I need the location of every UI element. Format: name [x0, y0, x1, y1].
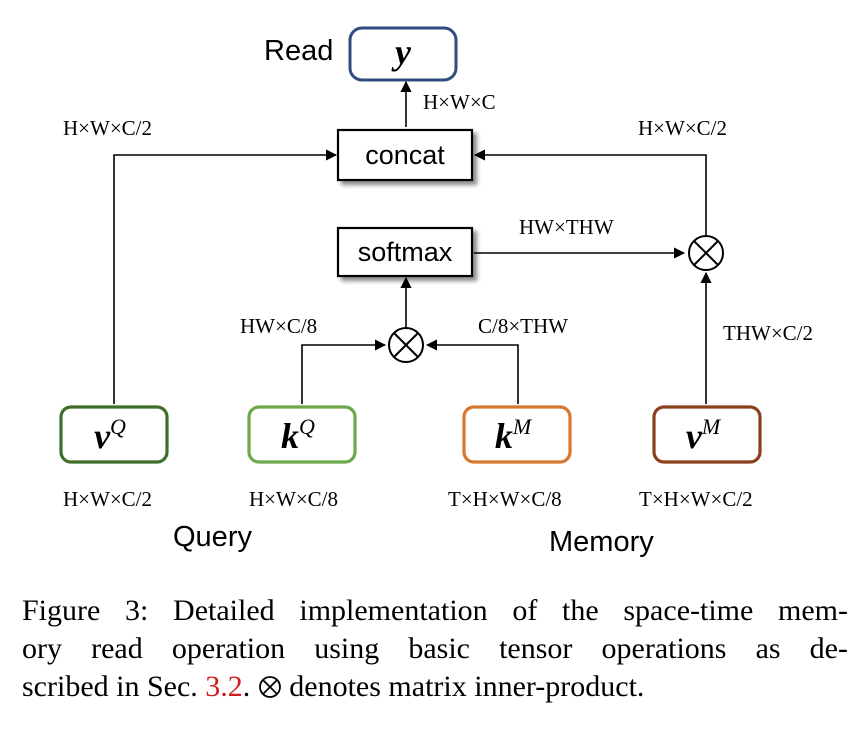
softmax-node: softmax — [336, 226, 474, 278]
query-key-superscript: Q — [299, 414, 315, 439]
memory-group-label: Memory — [549, 526, 654, 558]
read-label: Read — [264, 35, 333, 67]
memory-key-node: kM — [462, 405, 572, 464]
edge-vq-to-concat — [113, 149, 338, 404]
matmul-operator-icon — [688, 235, 724, 271]
query-group-label: Query — [173, 521, 252, 553]
memory-key-superscript: M — [512, 414, 533, 439]
matmul-operator-icon — [388, 327, 424, 363]
dim-vq-to-concat: H×W×C/2 — [63, 116, 152, 140]
dim-km: T×H×W×C/8 — [448, 487, 562, 511]
query-key-node: kQ — [247, 405, 357, 464]
edge-matmul2-to-concat — [473, 149, 707, 236]
edge-kq-to-matmul1 — [301, 339, 387, 404]
caption-text: scribed in Sec. — [22, 670, 206, 703]
dim-y-input: H×W×C — [423, 90, 496, 114]
edge-km-to-matmul1 — [425, 339, 519, 404]
caption-text: denotes matrix inner-product. — [281, 670, 645, 703]
caption-line-3: scribed in Sec. 3.2. denotes matrix inne… — [22, 668, 848, 706]
dim-softmax-output: HW×THW — [519, 215, 614, 239]
output-y-node: y — [348, 26, 458, 82]
concat-label: concat — [365, 140, 445, 170]
matmul-operator-icon — [258, 676, 281, 698]
dim-vm: T×H×W×C/2 — [639, 487, 753, 511]
dim-vq: H×W×C/2 — [63, 487, 152, 511]
svg-text:vM: vM — [686, 414, 722, 456]
output-y-symbol: y — [391, 32, 412, 72]
caption-text: . — [242, 670, 258, 703]
query-value-symbol: v — [94, 416, 111, 456]
caption-line-2: ory read operation using basic tensor op… — [22, 632, 848, 665]
memory-value-superscript: M — [701, 414, 722, 439]
svg-text:vQ: vQ — [94, 414, 126, 456]
memory-key-symbol: k — [495, 416, 513, 456]
section-reference-link[interactable]: 3.2 — [205, 670, 243, 703]
dim-vm-input: THW×C/2 — [723, 321, 813, 345]
memory-value-symbol: v — [686, 416, 703, 456]
dim-kq-input: HW×C/8 — [240, 314, 317, 338]
svg-text:kQ: kQ — [281, 414, 315, 456]
figure-caption: Figure 3: Detailed implementation of the… — [22, 592, 848, 706]
dim-kq: H×W×C/8 — [249, 487, 338, 511]
softmax-label: softmax — [358, 237, 453, 267]
query-value-superscript: Q — [110, 414, 126, 439]
dim-vm-to-concat: H×W×C/2 — [638, 116, 727, 140]
query-value-node: vQ — [59, 405, 169, 464]
query-key-symbol: k — [281, 416, 299, 456]
svg-text:kM: kM — [495, 414, 533, 456]
dim-km-input: C/8×THW — [478, 314, 568, 338]
memory-value-node: vM — [652, 405, 762, 464]
concat-node: concat — [336, 128, 474, 182]
caption-line-1: Figure 3: Detailed implementation of the… — [22, 594, 848, 627]
